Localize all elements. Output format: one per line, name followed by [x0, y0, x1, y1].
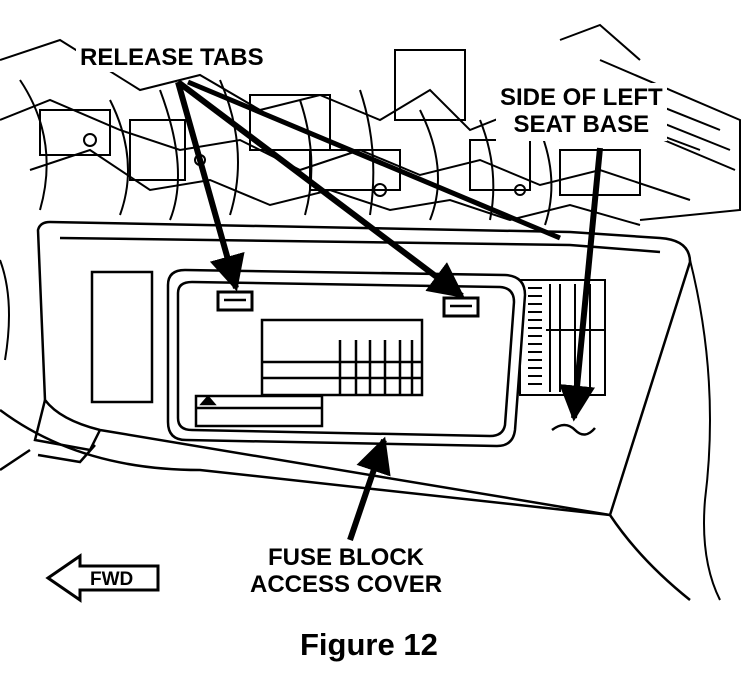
- fwd-arrow-icon: FWD: [45, 553, 160, 603]
- fuse-block-access-cover-label: FUSE BLOCK ACCESS COVER: [246, 544, 447, 599]
- release-tab-left: [216, 290, 254, 312]
- side-label-line1: SIDE OF LEFT: [500, 84, 663, 111]
- fwd-label: FWD: [90, 569, 133, 590]
- release-tab-guide-line: [187, 79, 561, 241]
- warning-sticker: [194, 394, 324, 428]
- seat-base-edge-mark: [551, 423, 596, 436]
- release-tab-left-arrow: [175, 81, 245, 292]
- fuse-label-line2: ACCESS COVER: [250, 570, 443, 598]
- seat-base-arrow: [559, 147, 603, 422]
- figure-caption: Figure 12: [300, 627, 438, 662]
- side-of-left-seat-base-label: SIDE OF LEFT SEAT BASE: [496, 83, 667, 141]
- fuse-block-access-cover: [166, 268, 527, 448]
- fuse-chart-label: [260, 318, 424, 397]
- callout-arrows: [175, 79, 603, 541]
- fuse-label-line1: FUSE BLOCK: [268, 544, 425, 571]
- fuse-cover-arrow: [347, 436, 391, 541]
- release-tab-right-arrow: [176, 79, 465, 299]
- side-label-line2: SEAT BASE: [513, 110, 650, 138]
- release-tabs-label: RELEASE TABS: [76, 44, 268, 72]
